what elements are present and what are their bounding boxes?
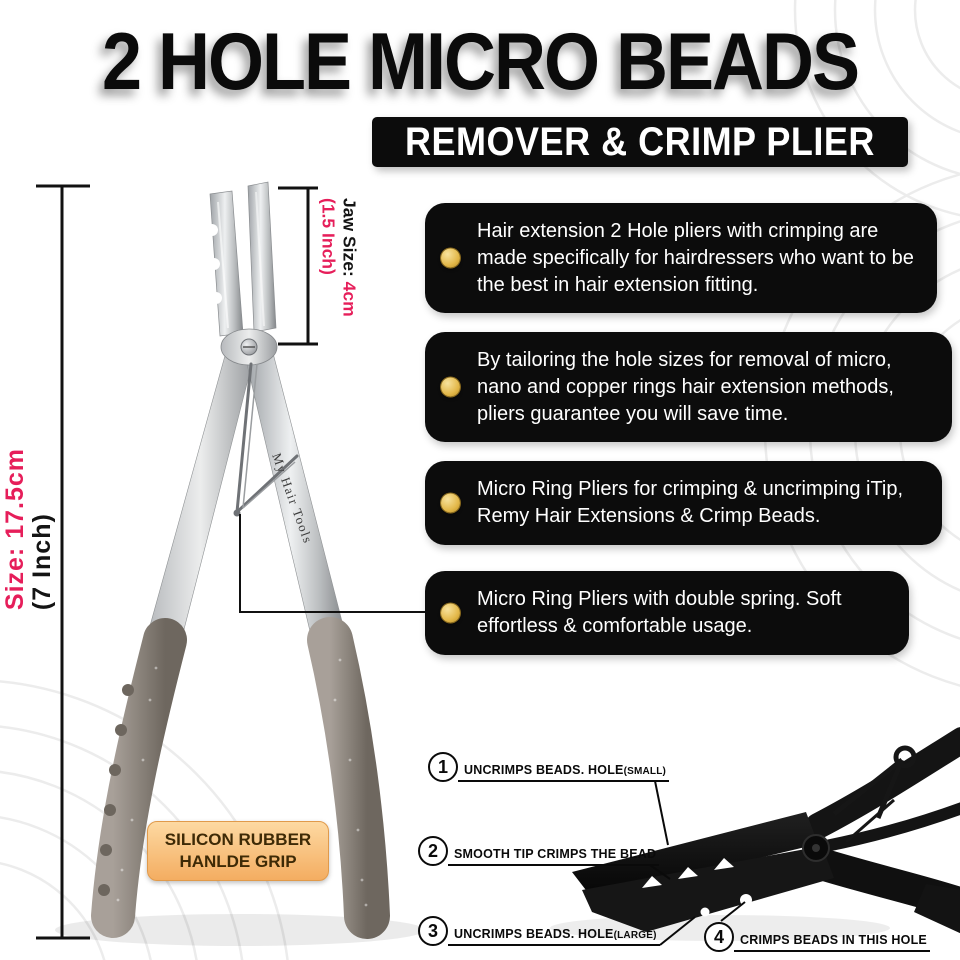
callout-4-label: CRIMPS BEADS IN THIS HOLE bbox=[740, 933, 927, 947]
gold-bullet-icon bbox=[441, 603, 460, 623]
size-value: Size: 17.5cm bbox=[1, 448, 29, 611]
feature-box-3: Micro Ring Pliers for crimping & uncrimp… bbox=[425, 461, 942, 545]
jaw-size-value: 4cm bbox=[339, 281, 360, 317]
size-dimension-label: Size: 17.5cm (7 Inch) bbox=[1, 448, 56, 611]
callout-3-number: 3 bbox=[418, 916, 448, 946]
grip-badge-line1: SILICON RUBBER bbox=[164, 829, 312, 849]
black-pliers-photo bbox=[572, 727, 960, 934]
jaw-dimension-label: Jaw Size: 4cm (1.5 Inch) bbox=[318, 198, 360, 317]
callout-3-label: UNCRIMPS BEADS. HOLE bbox=[454, 927, 614, 941]
feature-box-1: Hair extension 2 Hole pliers with crimpi… bbox=[425, 203, 937, 314]
callout-1-suffix: (SMALL) bbox=[623, 766, 667, 777]
grip-ribs bbox=[98, 684, 134, 896]
grip-badge-line2: HANLDE GRIP bbox=[179, 852, 297, 871]
silicone-grip-badge: SILICON RUBBER HANLDE GRIP bbox=[147, 821, 329, 881]
callout-3-suffix: (LARGE) bbox=[613, 930, 657, 941]
gold-bullet-icon bbox=[441, 493, 460, 513]
grip-speckles bbox=[116, 658, 368, 907]
spring-pointer-line bbox=[239, 514, 425, 613]
feature-text: Hair extension 2 Hole pliers with crimpi… bbox=[477, 220, 914, 296]
callout-3: 3 UNCRIMPS BEADS. HOLE(LARGE) bbox=[418, 916, 660, 946]
jaw-notches bbox=[642, 858, 752, 917]
callout-1-label: UNCRIMPS BEADS. HOLE bbox=[464, 763, 624, 777]
callout-4-number: 4 bbox=[704, 922, 734, 952]
subtitle-bar: REMOVER & CRIMP PLIER bbox=[372, 117, 908, 167]
callout-1-number: 1 bbox=[428, 752, 458, 782]
main-pliers-photo: My Hair Tools bbox=[91, 181, 390, 939]
callout-1: 1 UNCRIMPS BEADS. HOLE(SMALL) bbox=[428, 752, 670, 782]
size-unit: (7 Inch) bbox=[28, 513, 56, 611]
gold-bullet-icon bbox=[441, 377, 460, 397]
callout-4: 4 CRIMPS BEADS IN THIS HOLE bbox=[704, 922, 930, 952]
callout-2-label: SMOOTH TIP CRIMPS THE BEAD bbox=[454, 847, 657, 861]
feature-text: By tailoring the hole sizes for removal … bbox=[477, 349, 894, 425]
page-title: 2 HOLE MICRO BEADS bbox=[101, 17, 860, 107]
jaw-size-prefix: Jaw Size: bbox=[339, 198, 360, 282]
feature-text: Micro Ring Pliers for crimping & uncrimp… bbox=[477, 478, 904, 527]
double-spring bbox=[233, 362, 299, 517]
jaw-size-unit: (1.5 Inch) bbox=[318, 198, 339, 275]
callout-leader-lines bbox=[649, 780, 746, 946]
black-pliers-spring bbox=[832, 745, 917, 844]
callout-2-number: 2 bbox=[418, 836, 448, 866]
feature-box-4: Micro Ring Pliers with double spring. So… bbox=[425, 571, 909, 655]
gold-bullet-icon bbox=[441, 248, 460, 268]
feature-box-2: By tailoring the hole sizes for removal … bbox=[425, 332, 952, 443]
size-bracket-line bbox=[36, 184, 90, 940]
jaw-bracket-line bbox=[278, 186, 318, 346]
callout-2: 2 SMOOTH TIP CRIMPS THE BEAD bbox=[418, 836, 660, 866]
subtitle-text: REMOVER & CRIMP PLIER bbox=[405, 118, 875, 164]
main-pliers-shadow bbox=[55, 914, 425, 946]
feature-text: Micro Ring Pliers with double spring. So… bbox=[477, 588, 842, 637]
